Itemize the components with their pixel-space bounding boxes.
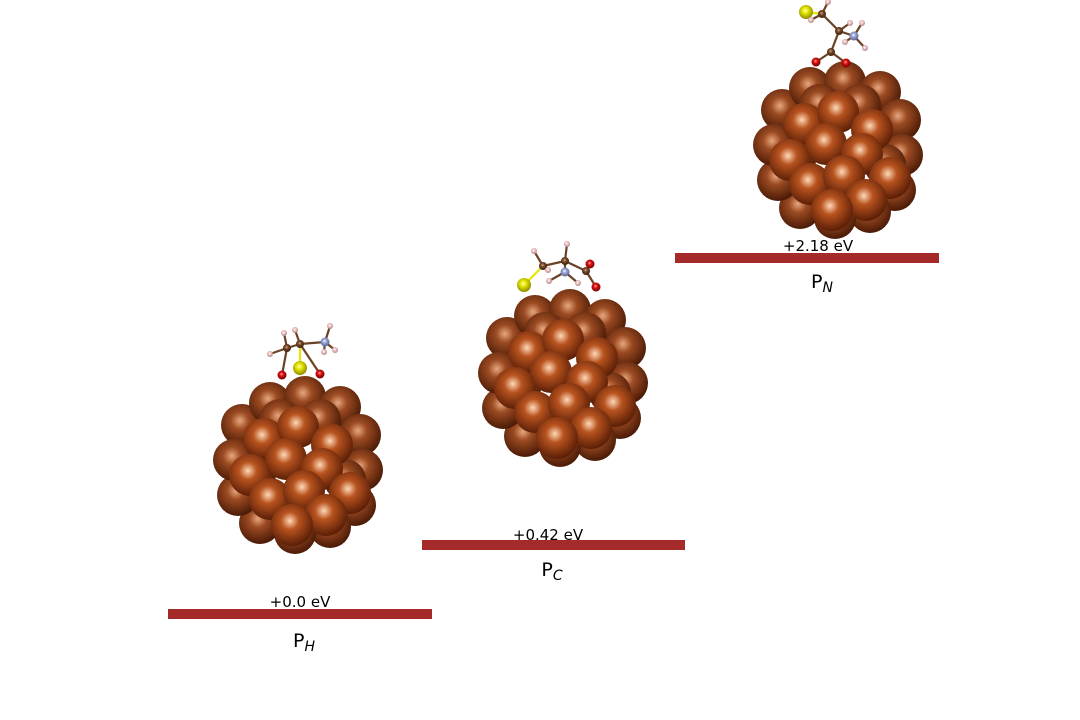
oxygen-atom	[591, 282, 601, 292]
hydrogen-atom	[825, 0, 831, 5]
copper-atom	[542, 319, 584, 361]
copper-atom	[305, 494, 347, 536]
bond	[280, 346, 289, 377]
oxygen-atom	[315, 369, 325, 379]
sulfur-atom	[799, 5, 813, 19]
hydrogen-atom	[327, 323, 333, 329]
copper-atom	[536, 417, 578, 459]
hydrogen-atom	[808, 17, 814, 23]
bond	[298, 342, 322, 376]
sulfur-atom	[517, 278, 531, 292]
carbon-atom	[561, 257, 569, 265]
carbon-atom	[539, 262, 547, 270]
nitrogen-atom	[560, 267, 570, 277]
copper-atom	[570, 407, 612, 449]
oxygen-atom	[277, 370, 287, 380]
copper-atom	[265, 438, 307, 480]
energy-label-pc: +0.42 eV	[512, 526, 584, 544]
copper-cluster-pc	[478, 241, 648, 467]
hydrogen-atom	[546, 278, 552, 284]
hydrogen-atom	[575, 280, 581, 286]
nitrogen-atom	[849, 31, 859, 41]
oxygen-atom	[811, 57, 821, 67]
copper-atom	[805, 123, 847, 165]
carbon-atom	[283, 344, 291, 352]
copper-atom	[271, 504, 313, 546]
hydrogen-atom	[292, 327, 298, 333]
state-name-pc: PC	[541, 559, 563, 584]
hydrogen-atom	[321, 349, 327, 355]
bond	[820, 12, 841, 33]
hydrogen-atom	[564, 241, 570, 247]
copper-atom	[811, 189, 853, 231]
hydrogen-atom	[531, 248, 537, 254]
carbon-atom	[835, 27, 843, 35]
hydrogen-atom	[862, 45, 868, 51]
carbon-atom	[827, 48, 835, 56]
hydrogen-atom	[847, 20, 853, 26]
oxygen-atom	[841, 58, 851, 68]
state-name-pn: PN	[811, 271, 833, 296]
hydrogen-atom	[842, 39, 848, 45]
copper-cluster-ph	[213, 323, 383, 554]
copper-atom	[277, 406, 319, 448]
nitrogen-atom	[320, 337, 330, 347]
carbon-atom	[582, 267, 590, 275]
state-name-ph: PH	[293, 630, 315, 655]
copper-atom	[817, 91, 859, 133]
copper-atom	[845, 179, 887, 221]
oxygen-atom	[585, 259, 595, 269]
hydrogen-atom	[859, 20, 865, 26]
energy-level-bar-pc	[422, 540, 685, 550]
copper-cluster-pn	[753, 0, 923, 239]
carbon-atom	[296, 340, 304, 348]
hydrogen-atom	[332, 347, 338, 353]
carbon-atom	[818, 10, 826, 18]
hydrogen-atom	[281, 330, 287, 336]
sulfur-atom	[293, 361, 307, 375]
energy-label-ph: +0.0 eV	[269, 593, 331, 611]
copper-atom	[530, 351, 572, 393]
energy-level-bar-ph	[168, 609, 432, 619]
energy-level-bar-pn	[675, 253, 939, 263]
hydrogen-atom	[267, 351, 273, 357]
energy-label-pn: +2.18 eV	[782, 237, 854, 255]
hydrogen-atom	[545, 267, 551, 273]
